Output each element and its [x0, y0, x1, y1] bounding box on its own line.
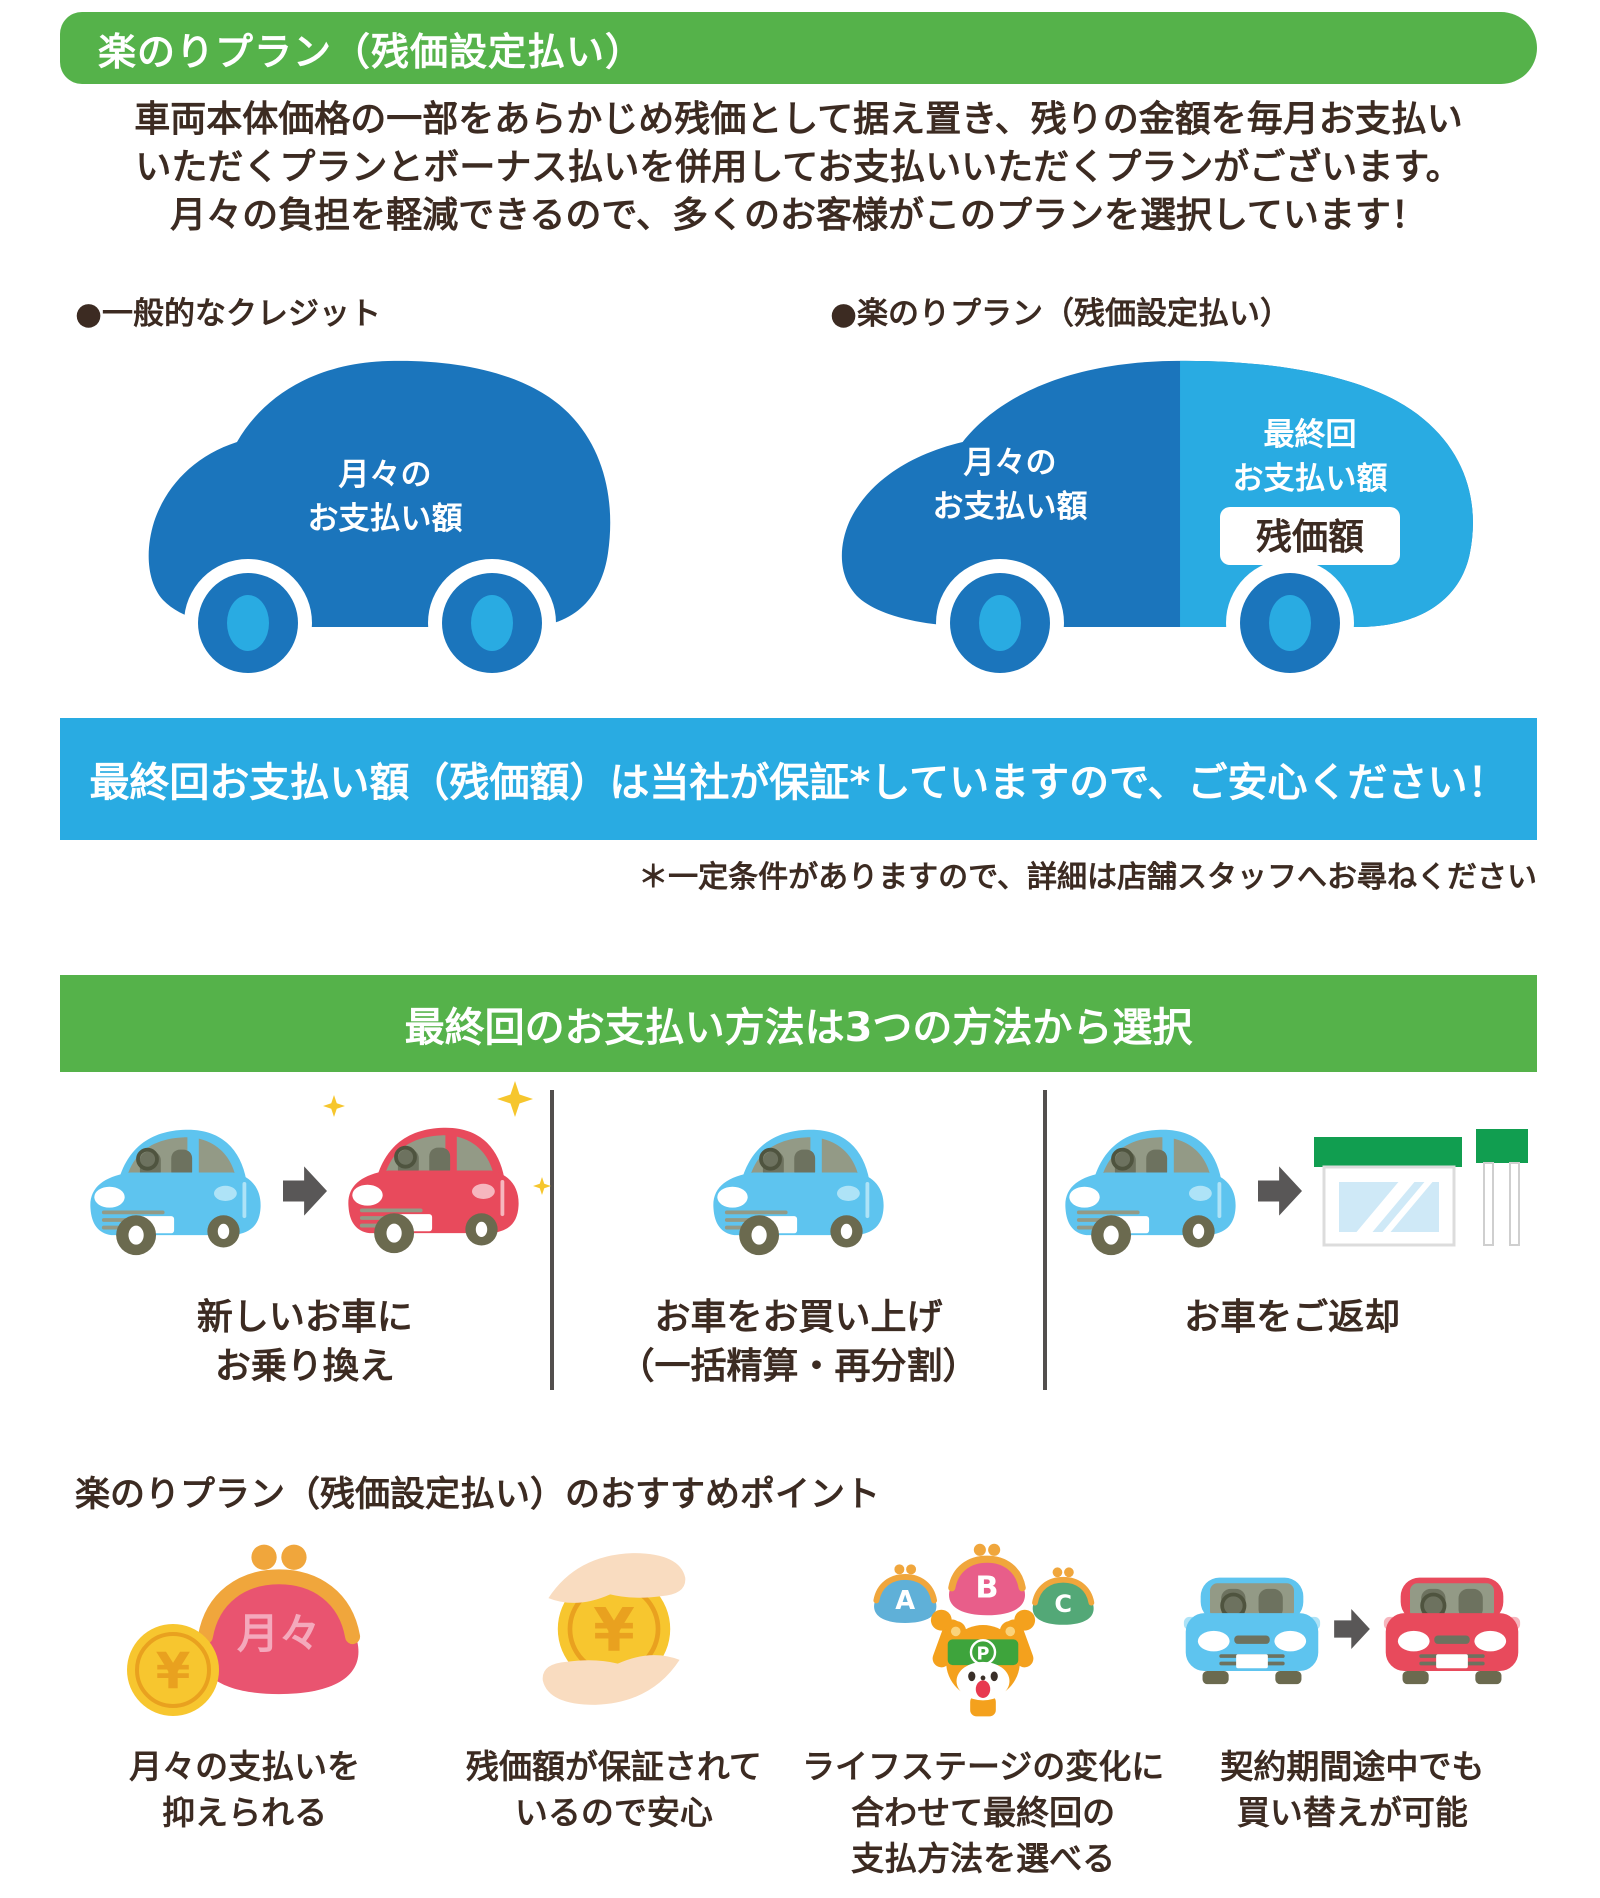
- blue-car-icon: [704, 1117, 894, 1265]
- point1-label-line2: 抑えられる: [162, 1793, 328, 1832]
- point1-label-line1: 月々の支払いを: [129, 1747, 361, 1786]
- arrow-icon: [1334, 1609, 1370, 1649]
- point-replace-anytime: 契約期間途中でも 買い替えが可能: [1168, 1540, 1537, 1882]
- yen-coin-symbol: ¥: [155, 1642, 190, 1700]
- mascot-p-label: P: [977, 1644, 990, 1664]
- purse-b-label: B: [976, 1571, 999, 1606]
- dealer-building-icon: [1313, 1129, 1528, 1247]
- intro-line-2: いただくプランとボーナス払いを併用してお支払いいただくプランがございます。: [135, 147, 1462, 188]
- option-divider: [1043, 1090, 1048, 1390]
- point2-label-line1: 残価額が保証されて: [465, 1747, 762, 1786]
- arrow-icon: [283, 1166, 327, 1216]
- point2-label-line2: いるので安心: [514, 1793, 713, 1832]
- residual-value-badge: [1220, 507, 1400, 565]
- standard-credit-car-icon: 月々の お支払い額: [140, 345, 630, 694]
- point-choose-method: A B C: [799, 1540, 1168, 1882]
- option-purchase-label-line1: お車をお買い上げ: [654, 1297, 943, 1338]
- purse-c-label: C: [1054, 1590, 1072, 1618]
- guarantee-text: 最終回お支払い額（残価額）は当社が保証*していますので、ご安心ください！: [89, 760, 1508, 806]
- monthly-part-label-line2: お支払い額: [933, 489, 1088, 525]
- purse-a-label: A: [895, 1586, 915, 1616]
- standard-credit-label: ●一般的なクレジット: [75, 296, 382, 332]
- final-payment-label-line2: お支払い額: [1233, 461, 1388, 497]
- monthly-part-label-line1: 月々の: [964, 445, 1057, 481]
- point4-label-line2: 買い替えが可能: [1236, 1793, 1468, 1832]
- final-payment-label-line1: 最終回: [1264, 417, 1357, 453]
- page-title: 楽のりプラン（残価設定払い）: [98, 29, 645, 74]
- point-low-monthly: 月々 ¥ 月々の支払いを 抑えられる: [60, 1540, 429, 1882]
- intro-text: 車両本体価格の一部をあらかじめ残価として据え置き、残りの金額を毎月お支払い いた…: [60, 96, 1537, 240]
- option-divider: [549, 1090, 554, 1390]
- arrow-icon: [1258, 1166, 1302, 1216]
- point3-label-line3: 支払方法を選べる: [851, 1839, 1116, 1878]
- rakunori-plan-label: ●楽のりプラン（残価設定払い）: [830, 296, 1292, 332]
- point3-label-line2: 合わせて最終回の: [851, 1793, 1116, 1832]
- residual-value-badge-text: 残価額: [1256, 517, 1364, 558]
- sparkle-icon: [323, 1095, 345, 1117]
- blue-car-icon: [81, 1117, 271, 1265]
- option-trade-in-label-line2: お乗り換え: [214, 1346, 395, 1387]
- condition-note: ＊一定条件がありますので、詳細は店舗スタッフへお尋ねください: [638, 860, 1537, 895]
- blue-front-car-icon: [1182, 1572, 1322, 1686]
- intro-line-3: 月々の負担を軽減できるので、多くのお客様がこのプランを選択しています！: [170, 195, 1427, 236]
- option-trade-in-label-line1: 新しいお車に: [196, 1297, 413, 1338]
- intro-line-1: 車両本体価格の一部をあらかじめ残価として据え置き、残りの金額を毎月お支払い: [134, 99, 1463, 140]
- point-guaranteed-residual: ¥ 残価額が保証されて いるので安心: [429, 1540, 798, 1882]
- option-return: お車をご返却: [1047, 1088, 1537, 1400]
- mascot-purses-icon: A B C: [833, 1540, 1133, 1717]
- blue-car-icon: [1056, 1117, 1246, 1265]
- red-car-icon: [339, 1115, 529, 1263]
- recommended-points: 月々 ¥ 月々の支払いを 抑えられる ¥: [60, 1540, 1537, 1882]
- point3-label-line1: ライフステージの変化に: [801, 1747, 1165, 1786]
- yen-coin-symbol: ¥: [593, 1596, 635, 1666]
- methods-banner-text: 最終回のお支払い方法は3つの方法から選択: [404, 1004, 1193, 1051]
- plan-title-banner: 楽のりプラン（残価設定払い）: [60, 12, 1537, 84]
- monthly-payment-label-line2: お支払い額: [308, 501, 463, 537]
- option-trade-in: 新しいお車に お乗り換え: [60, 1088, 550, 1400]
- sparkle-icon: [533, 1177, 551, 1195]
- monthly-payment-label-line1: 月々の: [339, 457, 432, 493]
- coin-purse-icon: 月々 ¥: [126, 1540, 365, 1716]
- hands-coin-icon: ¥: [542, 1553, 686, 1705]
- sparkle-icon: [497, 1081, 533, 1117]
- red-front-car-icon: [1382, 1572, 1522, 1686]
- guarantee-banner: 最終回お支払い額（残価額）は当社が保証*していますので、ご安心ください！: [60, 718, 1537, 840]
- point4-label-line1: 契約期間途中でも: [1220, 1747, 1485, 1786]
- option-return-label-line1: お車をご返却: [1184, 1297, 1401, 1338]
- final-payment-options: 新しいお車に お乗り換え お車をお買い上げ （一括精算・再分割）: [60, 1088, 1537, 1400]
- option-purchase-label-line2: （一括精算・再分割）: [618, 1346, 979, 1387]
- points-heading: 楽のりプラン（残価設定払い）のおすすめポイント: [75, 1475, 881, 1515]
- purse-monthly-text: 月々: [237, 1609, 321, 1658]
- rakunori-split-car-icon: 月々の お支払い額 最終回 お支払い額 残価額: [830, 345, 1500, 694]
- option-purchase: お車をお買い上げ （一括精算・再分割）: [554, 1088, 1044, 1400]
- methods-banner: 最終回のお支払い方法は3つの方法から選択: [60, 975, 1537, 1072]
